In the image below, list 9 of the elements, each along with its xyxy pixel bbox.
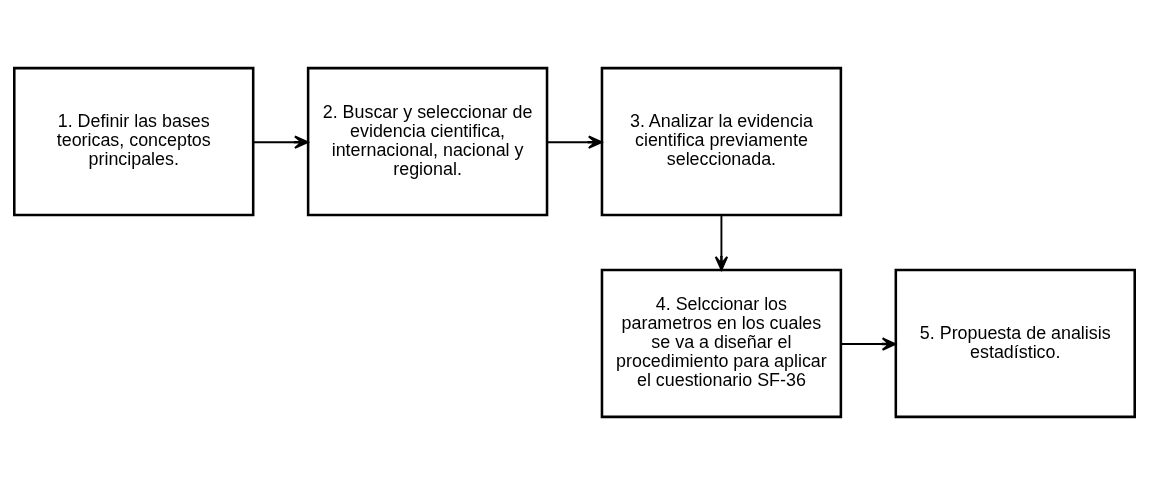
arrow <box>840 336 897 351</box>
node-box: 5. Propuesta de analisis estadístico. <box>894 268 1136 418</box>
node-box: 2. Buscar y seleccionar de evidencia cientifica, internacional, nacional y regional. <box>306 66 549 216</box>
arrow <box>546 135 603 149</box>
node-box: 3. Analizar la evidencia cientifica previamente seleccionada. <box>600 66 843 216</box>
arrow <box>714 214 729 271</box>
arrow <box>252 135 309 149</box>
node-box: 4. Selccionar los parametros en los cuales se va a diseñar el procedimiento para aplicar el cuestionario SF-36 <box>600 268 843 418</box>
node-box: 1. Definir las bases teoricas, conceptos principales. <box>13 66 255 216</box>
